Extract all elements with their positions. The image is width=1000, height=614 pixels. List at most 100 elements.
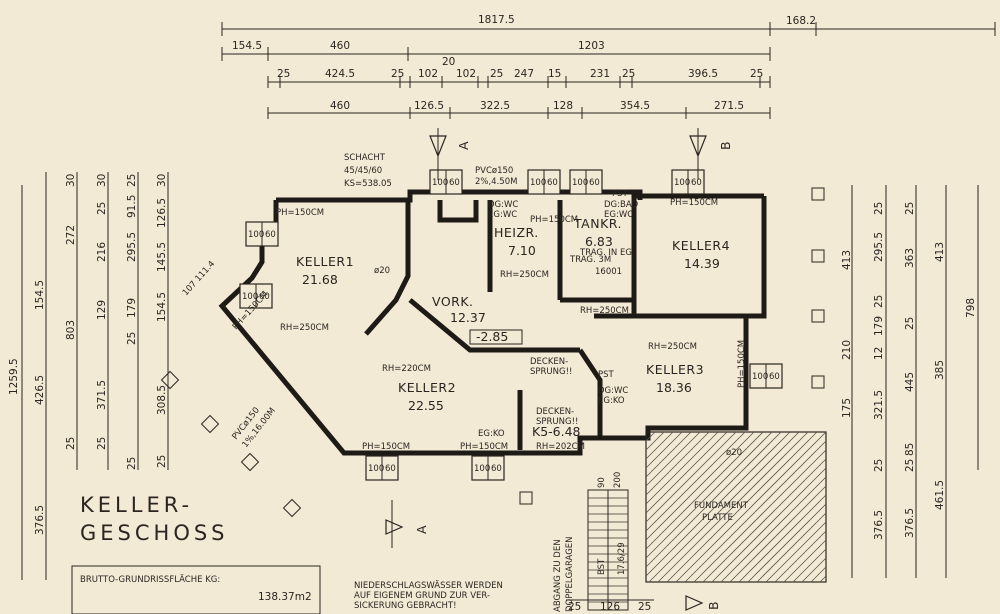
tank-volume: 16001: [595, 267, 622, 277]
window-width: 100: [530, 178, 546, 188]
ph-keller3: PH=150CM: [737, 340, 747, 388]
stair-bottom-dims: 25 126 25: [566, 599, 654, 613]
dim-right-c2-4: 12: [873, 347, 885, 360]
stair-dim-1: 126: [600, 601, 620, 613]
room-keller3-name: KELLER3: [646, 362, 704, 377]
dim-row5-5: 271.5: [714, 100, 744, 112]
room-keller3-area: 18.36: [656, 380, 692, 395]
pst-k3-eg: EG:KO: [598, 396, 625, 406]
pst-dg-bad: DG:BAD: [604, 200, 639, 210]
area-summary-box: BRUTTO-GRUNDRISSFLÄCHE KG: 138.37m2: [71, 565, 321, 614]
hatch-line: [645, 431, 656, 442]
pst-eg-wc: EG:WC: [604, 210, 633, 220]
window-width: 100: [674, 178, 690, 188]
dim-left-c5-2: 295.5: [126, 232, 138, 262]
hatch-line: [810, 566, 827, 583]
dim-row5-4: 354.5: [620, 100, 650, 112]
rh-keller3: RH=250CM: [648, 342, 697, 352]
pst-k3-dg: DG:WC: [598, 386, 628, 396]
trag-eg: TRAG. IN EG: [579, 248, 632, 258]
note-1: NIEDERSCHLAGSWÄSSER WERDEN: [354, 580, 503, 591]
hatch-line: [675, 431, 827, 583]
drainage-note: NIEDERSCHLAGSWÄSSER WERDEN AUF EIGENEM G…: [354, 580, 503, 611]
dim-left-c5-4: 25: [126, 332, 138, 345]
hatch-line: [792, 548, 827, 583]
pst-top: PST: [612, 189, 629, 199]
dim-left-c5-1: 91.5: [126, 195, 138, 218]
window-height: 60: [547, 178, 558, 188]
dim-left-c2-1: 426.5: [34, 375, 46, 405]
room-heizr-area: 7.10: [508, 243, 536, 258]
dim-row5-2: 322.5: [480, 100, 510, 112]
dim-left-c4-2: 216: [96, 242, 108, 262]
room-keller2-area: 22.55: [408, 398, 444, 413]
room-vork-name: VORK.: [432, 294, 474, 309]
dim-row5-0: 460: [330, 100, 350, 112]
dim-right-c2-5: 321.5: [873, 390, 885, 420]
dim-row2-a: 154.5: [232, 40, 262, 52]
dim-right-c4-2: 461.5: [934, 480, 946, 510]
dim-row5-3: 128: [553, 100, 573, 112]
trag: TRAG. 3M: [569, 255, 611, 265]
dim-right-extra: 168.2: [786, 15, 816, 27]
deckensprung-1a: DECKEN-: [530, 357, 568, 367]
hatch-line: [747, 503, 827, 583]
window-height: 60: [265, 230, 276, 240]
rh-keller1: RH=250CM: [280, 323, 329, 333]
dim-right-c3-1: 363: [904, 248, 916, 268]
hatch-line: [645, 431, 746, 532]
room-heizr-name: HEIZR.: [494, 225, 539, 240]
dim-right-c3-0: 25: [904, 202, 916, 215]
stair-bst: BST: [597, 558, 607, 575]
window-height: 60: [259, 292, 270, 302]
dim-row4-0: 25: [277, 68, 290, 80]
window-width: 100: [432, 178, 448, 188]
window-height: 60: [769, 372, 780, 382]
room-keller2-name: KELLER2: [398, 380, 456, 395]
ph-keller1: PH=150CM: [276, 208, 324, 218]
dim-row4-2: 25: [391, 68, 404, 80]
dim-right-c3-4: 85: [904, 443, 916, 456]
title-line-2: GESCHOSS: [80, 521, 229, 545]
room-keller4-name: KELLER4: [672, 238, 730, 253]
pvc-top-1: PVCø150: [475, 166, 513, 176]
dim-right-c3-3: 445: [904, 372, 916, 392]
dim-row4-1: 424.5: [325, 68, 355, 80]
rh-tank: RH=250CM: [580, 306, 629, 316]
hatch-line: [765, 521, 827, 583]
pst-heiz2: EG:WC: [488, 210, 517, 220]
phi-20-a: ø20: [374, 266, 390, 276]
dim-right-c3-6: 376.5: [904, 508, 916, 538]
dim-right-c3-5: 25: [904, 459, 916, 472]
dim-left-c5-3: 179: [126, 298, 138, 318]
hatch-line: [645, 431, 665, 451]
hatch-line: [645, 431, 683, 469]
hatch-line: [684, 440, 827, 583]
title-line-1: KELLER-: [80, 493, 193, 517]
deckensprung-1b: SPRUNG!!: [530, 367, 572, 377]
hatch-line: [774, 530, 827, 583]
deckensprung-2b: SPRUNG!!: [536, 417, 578, 427]
section-markers: A B A B: [385, 128, 733, 611]
dim-right-c1-4: 25: [873, 459, 885, 472]
dim-left-c3-2: 803: [65, 320, 77, 340]
hatch-line: [645, 431, 773, 559]
hatch-line: [645, 431, 701, 487]
hatch-line: [645, 431, 791, 577]
pvc-top-2: 2%,4.50M: [475, 177, 517, 187]
hatch-line: [645, 431, 764, 550]
rh-vork: RH=250CM: [500, 270, 549, 280]
fundament-plate: FUNDAMENT PLATTE: [645, 431, 827, 583]
hatch-line: [645, 431, 737, 523]
drawing-title: KELLER- GESCHOSS: [80, 493, 229, 545]
dim-left-c3-1: 272: [65, 225, 77, 245]
room-tankr-area: 6.83: [585, 234, 613, 249]
hatch-line: [645, 431, 692, 478]
dim-left-c2-2: 376.5: [34, 505, 46, 535]
dim-left-c6-2: 145.5: [156, 242, 168, 272]
